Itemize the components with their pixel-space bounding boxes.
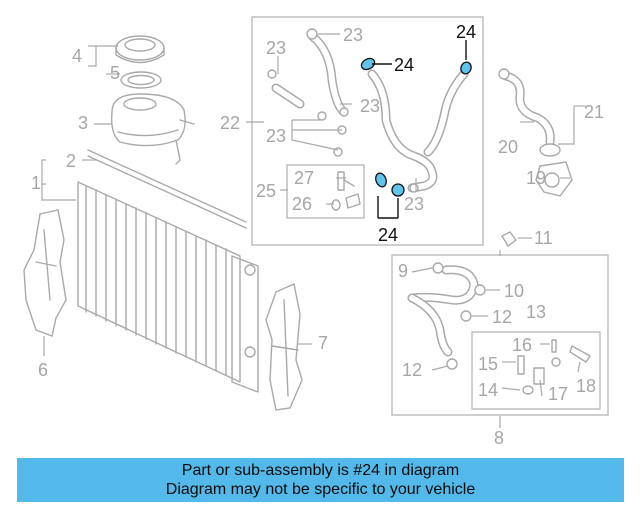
- banner-line-1: Part or sub-assembly is #24 in diagram: [181, 462, 460, 479]
- highlight-leaders: [372, 40, 467, 219]
- callout-27: 27: [294, 168, 314, 188]
- small-fittings-part: [517, 339, 591, 395]
- callout-19: 19: [526, 168, 546, 188]
- hose-group-box: [251, 16, 484, 246]
- pump-part: [535, 143, 573, 197]
- expansion-tank-part: [110, 93, 195, 165]
- callout-3: 3: [78, 113, 88, 133]
- left-air-guide-part: [23, 209, 67, 337]
- right-air-guide-part: [265, 283, 303, 411]
- outlet-hose-part: [498, 68, 555, 147]
- callout-14: 14: [478, 380, 498, 400]
- callout-22: 22: [220, 113, 240, 133]
- callout-12-b: 12: [402, 360, 422, 380]
- callout-8: 8: [494, 428, 504, 448]
- callout-12-a: 12: [492, 307, 512, 327]
- info-banner: Part or sub-assembly is #24 in diagram D…: [17, 458, 624, 502]
- callout-13: 13: [526, 302, 546, 322]
- callout-18: 18: [576, 376, 596, 396]
- coolant-pipe-part: [407, 262, 486, 370]
- callout-5: 5: [110, 63, 120, 83]
- callout-4: 4: [72, 46, 82, 66]
- callout-16: 16: [512, 335, 532, 355]
- small-parts-box: [471, 331, 601, 410]
- callout-11: 11: [534, 228, 553, 248]
- hose-clamp-part: [360, 57, 472, 197]
- callout-15: 15: [478, 354, 498, 374]
- callout-21: 21: [584, 102, 604, 122]
- callout-23-d: 23: [266, 126, 286, 146]
- cap-seal-part: [120, 71, 162, 89]
- radiator-part: [77, 149, 259, 393]
- sensor-kit-box: [286, 164, 365, 219]
- callout-20: 20: [498, 137, 518, 157]
- banner-line-2: Diagram may not be specific to your vehi…: [165, 481, 476, 498]
- callout-7: 7: [318, 333, 328, 353]
- callout-23-c: 23: [360, 96, 380, 116]
- callout-25: 25: [256, 181, 276, 201]
- callout-17: 17: [548, 384, 568, 404]
- callout-26: 26: [292, 194, 312, 214]
- callout-10: 10: [504, 281, 524, 301]
- callout-1: 1: [31, 173, 41, 193]
- callout-2: 2: [66, 151, 76, 171]
- callout-6: 6: [38, 360, 48, 380]
- callout-24-a: 24: [394, 55, 414, 75]
- callout-23-a: 23: [266, 38, 286, 58]
- leader-lines: [41, 33, 586, 428]
- callout-24-b: 24: [456, 22, 476, 42]
- coolant-hoses-part: [267, 28, 469, 193]
- callout-24-c: 24: [378, 225, 398, 245]
- clip-part: [501, 231, 517, 248]
- filler-cap-part: [115, 35, 165, 64]
- callout-23-b: 23: [343, 25, 363, 45]
- sensor-part: [331, 171, 361, 211]
- callout-23-e: 23: [404, 194, 424, 214]
- parts-diagram: 4 5 3 2 1 6 7 8 22 23 23 23 23 23 25 27 …: [23, 16, 609, 448]
- callout-9: 9: [398, 261, 408, 281]
